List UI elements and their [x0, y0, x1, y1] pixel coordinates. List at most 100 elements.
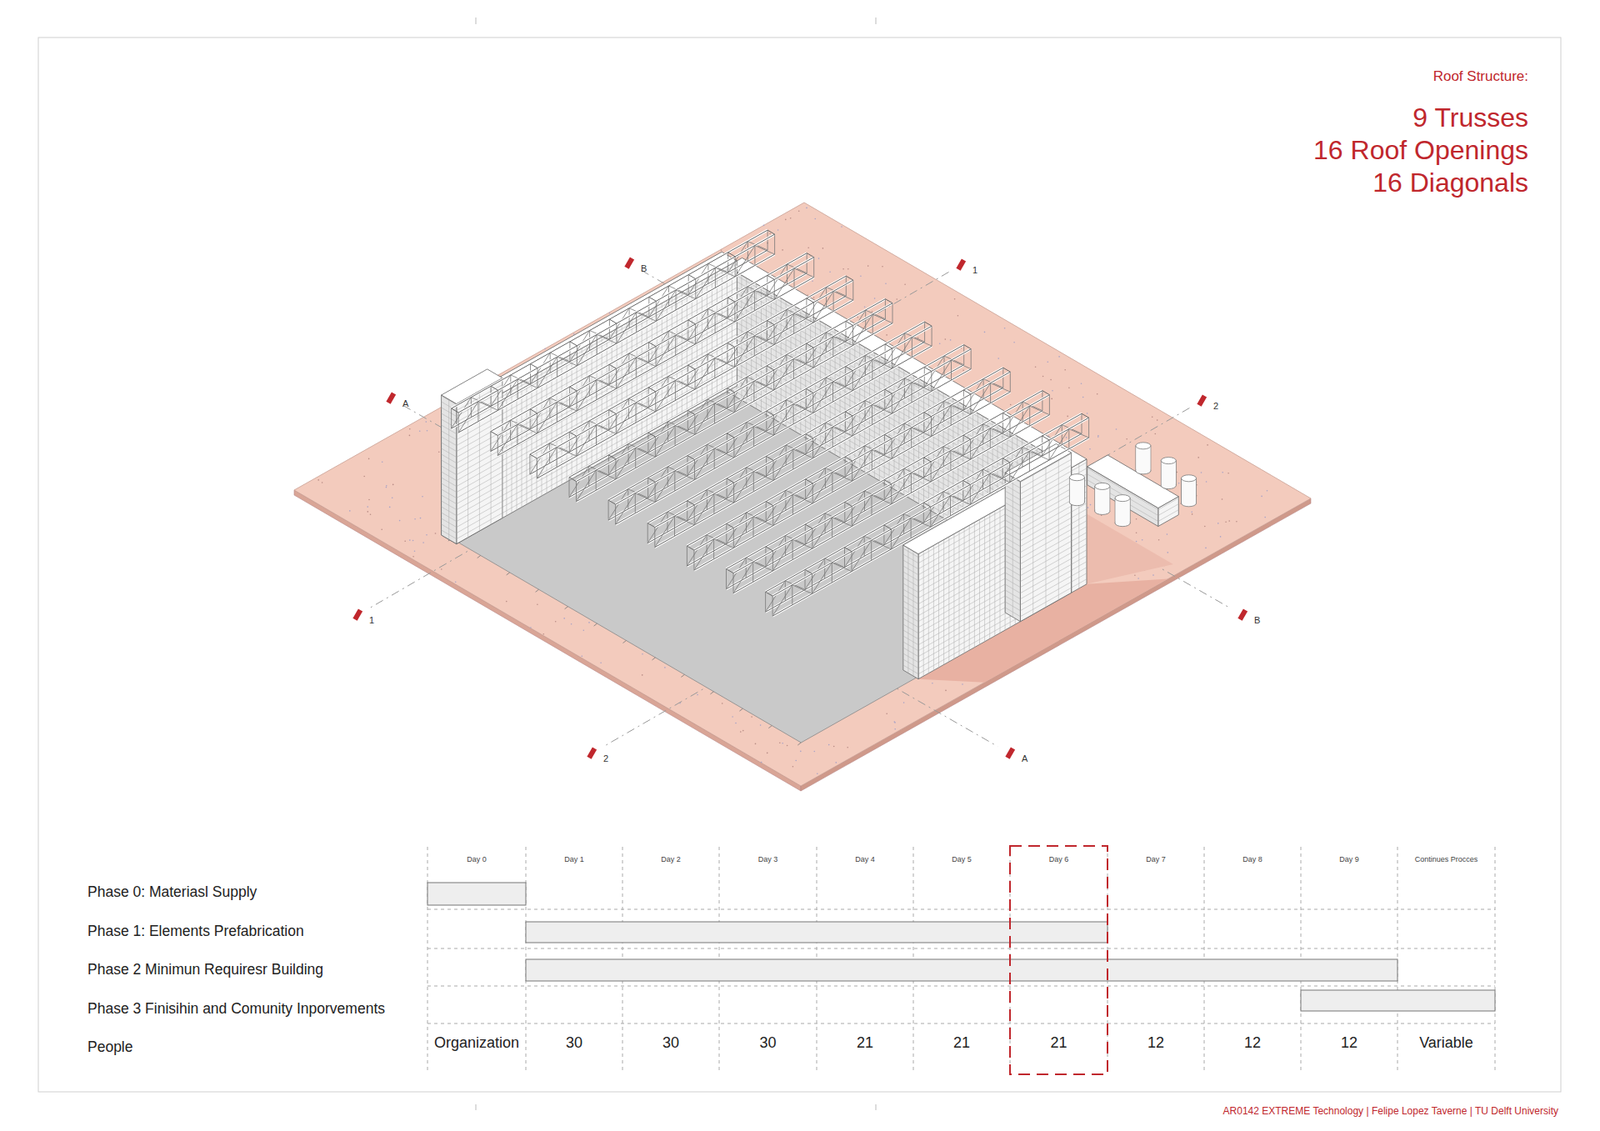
truss-tie: [925, 321, 933, 326]
tank-body: [1181, 478, 1197, 504]
truss-post: [686, 545, 688, 566]
speckle: [957, 315, 960, 317]
speckle: [455, 580, 457, 583]
truss-diagonal: [773, 404, 794, 435]
block-course: [726, 340, 1071, 541]
truss-post: [865, 400, 866, 421]
truss-tie: [609, 364, 617, 369]
truss-chord: [694, 371, 1010, 550]
speckle: [822, 247, 825, 250]
block-joint: [953, 534, 955, 660]
truss-post: [767, 230, 769, 250]
truss-diagonal: [497, 424, 518, 455]
block-joint: [526, 379, 528, 505]
truss-post: [1002, 458, 1004, 479]
truss-diagonal: [695, 267, 716, 299]
truss-post: [694, 505, 695, 525]
truss-diagonal: [872, 314, 893, 324]
truss-diagonal: [852, 359, 873, 390]
speckle: [412, 540, 415, 542]
truss-diagonal: [845, 490, 865, 522]
truss-diagonal: [892, 337, 913, 369]
block-course: [903, 583, 919, 593]
truss-tie: [530, 409, 538, 414]
truss-diagonal: [754, 426, 775, 436]
truss-chord: [647, 365, 964, 544]
truss-post: [747, 241, 749, 262]
truss-chord: [608, 341, 925, 520]
truss-diagonal: [576, 334, 597, 365]
truss-diagonal: [556, 447, 577, 457]
truss-tie: [687, 500, 695, 505]
truss-tie: [767, 320, 775, 325]
speckle: [1090, 504, 1092, 506]
speckle: [828, 744, 830, 746]
speckle: [404, 540, 406, 543]
truss-diagonal: [805, 422, 826, 454]
truss-diagonal: [911, 382, 932, 392]
truss-post: [831, 517, 833, 538]
speckle: [696, 694, 699, 696]
truss-post: [746, 331, 748, 352]
truss-tie: [765, 591, 774, 596]
truss-post: [1010, 371, 1011, 392]
tank-body: [1115, 498, 1130, 524]
block-joint: [1000, 508, 1001, 634]
truss-chord: [733, 395, 1050, 574]
truss-tie: [766, 365, 775, 370]
speckle: [1152, 574, 1155, 576]
truss-post: [635, 312, 637, 333]
day-header: Day 9: [1339, 855, 1360, 864]
truss-post: [754, 245, 755, 266]
truss-tie: [608, 500, 616, 505]
truss-post: [675, 380, 676, 401]
gantt-bar: [525, 921, 1108, 943]
truss-diagonal: [675, 470, 695, 480]
speckle: [1205, 547, 1207, 550]
speckle: [1080, 382, 1083, 385]
truss-post: [589, 375, 590, 396]
section-letter: 2: [603, 753, 609, 765]
truss-diagonal: [794, 268, 815, 278]
truss-post: [510, 375, 511, 395]
truss-diagonal: [963, 424, 984, 455]
speckle: [997, 357, 1000, 360]
truss-diagonal: [727, 376, 748, 408]
truss-post: [733, 573, 735, 594]
section-line: [370, 545, 479, 609]
truss-diagonal: [851, 495, 872, 526]
truss-tie: [1081, 413, 1090, 418]
truss-post: [655, 481, 656, 502]
speckle: [664, 666, 666, 669]
truss-diagonal: [930, 495, 951, 527]
truss-diagonal: [813, 381, 834, 413]
truss-diagonal: [970, 473, 990, 505]
speckle: [414, 550, 416, 553]
block-course: [903, 577, 919, 587]
gantt-bar: [525, 959, 1398, 981]
truss-diagonal: [813, 426, 834, 458]
truss-post: [733, 437, 735, 458]
speckle: [1264, 516, 1266, 519]
speckle: [1228, 520, 1230, 522]
truss-diagonal: [924, 400, 945, 432]
block-joint: [820, 320, 821, 446]
truss-tie: [845, 501, 853, 506]
speckle: [786, 745, 789, 747]
speckle: [363, 475, 365, 478]
speckle: [954, 298, 956, 300]
speckle: [440, 568, 443, 570]
truss-post: [811, 528, 813, 549]
truss-diagonal: [924, 355, 945, 387]
truss-tie: [490, 385, 499, 390]
truss-post: [549, 398, 550, 419]
truss-post: [950, 495, 951, 516]
truss-diagonal: [755, 290, 775, 300]
truss-diagonal: [735, 335, 755, 367]
truss-post: [813, 257, 815, 278]
gantt-bar: [1300, 990, 1495, 1011]
truss-diagonal: [884, 468, 905, 500]
truss-post: [726, 478, 728, 499]
truss-chord: [576, 303, 894, 482]
truss-post: [635, 357, 637, 378]
